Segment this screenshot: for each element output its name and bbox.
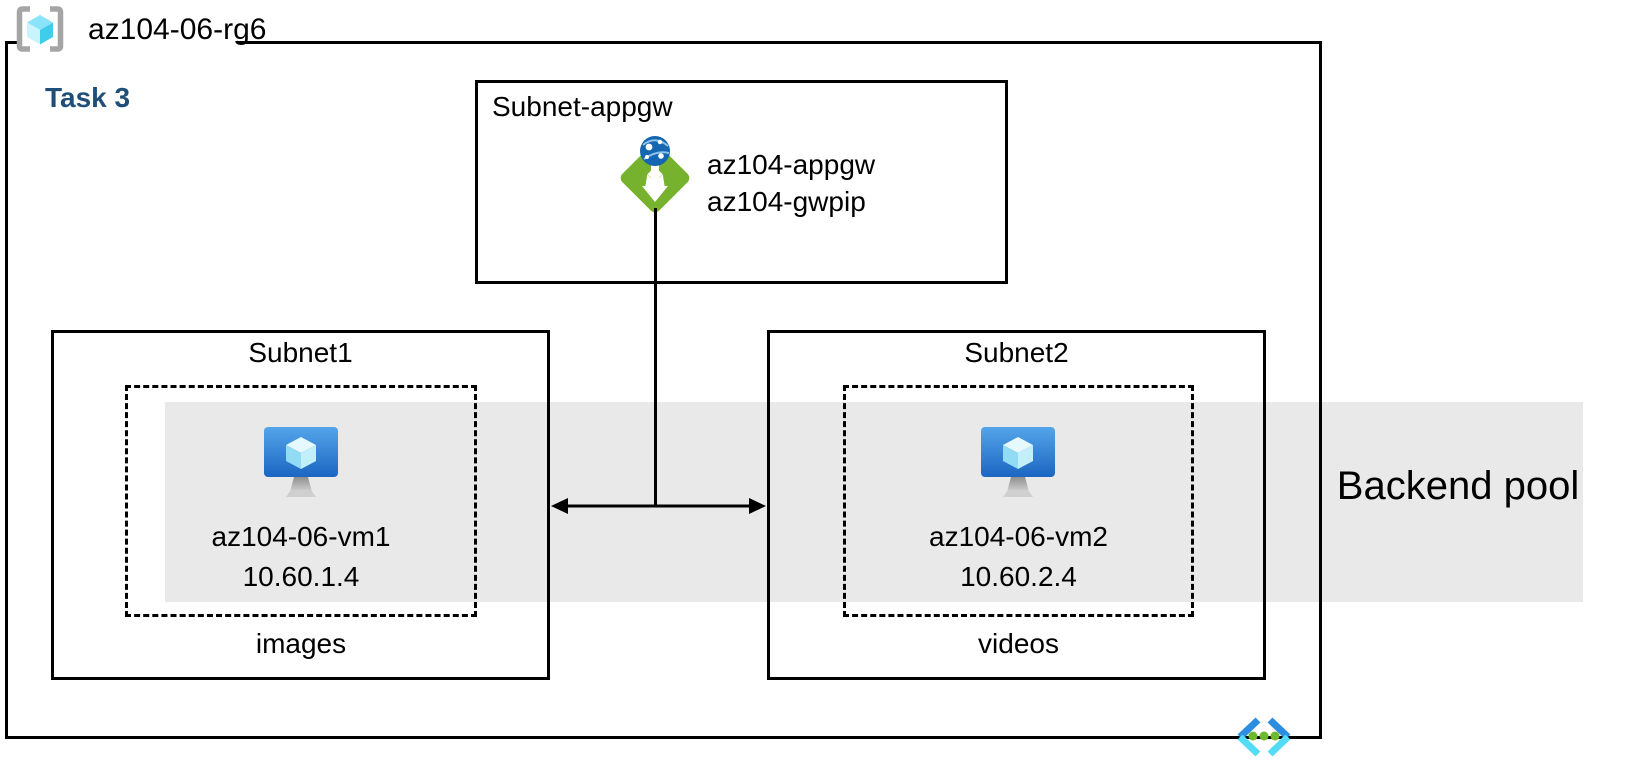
subnet2-box	[767, 330, 1266, 680]
vm1-name-label: az104-06-vm1	[211, 521, 391, 552]
backend-pool-label: Backend pool	[1336, 464, 1580, 508]
subnet1-title: Subnet1	[248, 337, 353, 368]
appgw-subnet-title: Subnet-appgw	[492, 91, 673, 122]
subnet1-caption: images	[255, 628, 347, 659]
vm2-name-label: az104-06-vm2	[929, 521, 1108, 552]
gateway-to-subnets-connector	[551, 208, 766, 514]
task-label: Task 3	[45, 82, 131, 113]
vm1-virtual-machine-icon	[264, 427, 338, 497]
resource-group-label: az104-06-rg6	[88, 13, 267, 46]
appgw-subnet-box	[475, 80, 1008, 284]
subnet1-dashed-box	[125, 385, 477, 617]
subnet2-title: Subnet2	[964, 337, 1069, 368]
application-gateway-icon	[620, 136, 690, 213]
subnet2-dashed-box	[843, 385, 1194, 617]
vm1-text: az104-06-vm1 10.60.1.4	[125, 517, 477, 597]
vm2-text: az104-06-vm2 10.60.2.4	[843, 517, 1194, 597]
virtual-network-icon	[1237, 717, 1291, 757]
resource-group-header-mask	[20, 37, 237, 48]
gwpip-name-label: az104-gwpip	[707, 186, 866, 217]
vm1-ip-label: 10.60.1.4	[242, 561, 360, 592]
resource-group-boundary	[5, 41, 1322, 739]
appgw-name-label: az104-appgw	[707, 149, 876, 180]
vm2-virtual-machine-icon	[981, 427, 1055, 497]
resource-group-icon	[16, 6, 64, 52]
backend-pool-band	[165, 402, 1583, 602]
subnet2-caption: videos	[978, 628, 1059, 659]
vm2-ip-label: 10.60.2.4	[960, 561, 1077, 592]
appgw-labels: az104-appgw az104-gwpip	[707, 146, 875, 220]
subnet1-box	[51, 330, 550, 680]
